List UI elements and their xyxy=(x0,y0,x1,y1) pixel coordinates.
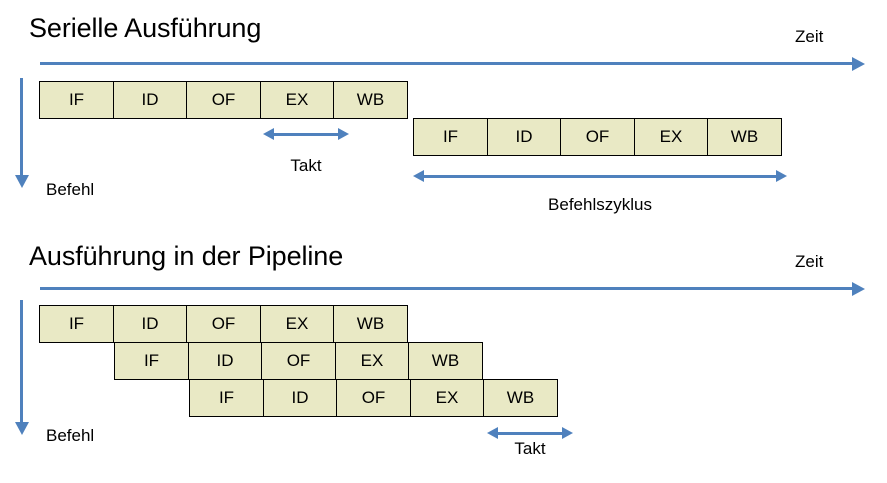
stage-box: EX xyxy=(259,305,335,343)
stage-box: OF xyxy=(261,342,336,380)
instruction-cycle-label: Befehlszyklus xyxy=(548,195,652,214)
stage-box: EX xyxy=(259,81,335,119)
stage-box: ID xyxy=(112,81,188,119)
serial-execution-title: Serielle Ausführung xyxy=(29,13,262,43)
stage-box: OF xyxy=(336,379,411,417)
stage-box: ID xyxy=(486,118,562,156)
stage-box: OF xyxy=(560,118,635,156)
stage-box: WB xyxy=(707,118,782,156)
pipeline-instruction-row-3: IF ID OF EX WB xyxy=(189,379,558,417)
instruction-cycle-measure-arrow xyxy=(413,170,787,182)
stage-box: EX xyxy=(633,118,709,156)
pipeline-clock-measure-arrow xyxy=(487,427,573,439)
arrow-shaft xyxy=(496,431,564,435)
stage-box: IF xyxy=(39,305,114,343)
pipeline-instruction-row-2: IF ID OF EX WB xyxy=(114,342,483,380)
serial-instruction-row-1: IF ID OF EX WB xyxy=(39,81,408,119)
stage-box: IF xyxy=(189,379,264,417)
arrowhead-left xyxy=(413,170,424,182)
serial-time-axis-shaft xyxy=(40,62,852,65)
pipeline-instruction-axis-arrowhead xyxy=(15,422,29,435)
stage-box: IF xyxy=(39,81,114,119)
pipeline-instruction-axis-label: Befehl xyxy=(46,426,95,445)
pipeline-time-axis-arrowhead xyxy=(852,282,865,296)
stage-box: WB xyxy=(333,81,408,119)
arrowhead-left xyxy=(487,427,498,439)
serial-time-axis-arrow xyxy=(40,57,865,71)
stage-box: WB xyxy=(333,305,408,343)
serial-clock-measure-arrow xyxy=(263,128,349,140)
pipeline-time-axis-shaft xyxy=(40,287,852,290)
arrow-shaft xyxy=(272,132,340,136)
arrowhead-right xyxy=(338,128,349,140)
arrow-shaft xyxy=(422,174,778,178)
serial-instruction-axis-label: Befehl xyxy=(46,180,95,199)
pipeline-instruction-axis-shaft xyxy=(20,300,23,422)
stage-box: WB xyxy=(483,379,558,417)
stage-box: ID xyxy=(262,379,338,417)
serial-clock-label: Takt xyxy=(290,156,322,175)
pipeline-instruction-axis-arrow xyxy=(15,300,29,435)
serial-instruction-axis-shaft xyxy=(20,78,23,175)
pipeline-time-axis-label: Zeit xyxy=(795,252,824,271)
serial-instruction-axis-arrow xyxy=(15,78,29,188)
serial-instruction-axis-arrowhead xyxy=(15,175,29,188)
serial-time-axis-arrowhead xyxy=(852,57,865,71)
arrowhead-right xyxy=(562,427,573,439)
pipeline-execution-title: Ausführung in der Pipeline xyxy=(29,241,344,271)
stage-box: WB xyxy=(408,342,483,380)
stage-box: ID xyxy=(187,342,263,380)
pipeline-clock-label: Takt xyxy=(514,439,546,458)
stage-box: EX xyxy=(409,379,485,417)
pipeline-instruction-row-1: IF ID OF EX WB xyxy=(39,305,408,343)
arrowhead-right xyxy=(776,170,787,182)
pipeline-time-axis-arrow xyxy=(40,282,865,296)
stage-box: IF xyxy=(114,342,189,380)
arrowhead-left xyxy=(263,128,274,140)
serial-instruction-row-2: IF ID OF EX WB xyxy=(413,118,782,156)
stage-box: IF xyxy=(413,118,488,156)
serial-time-axis-label: Zeit xyxy=(795,27,824,46)
stage-box: OF xyxy=(186,305,261,343)
stage-box: ID xyxy=(112,305,188,343)
stage-box: EX xyxy=(334,342,410,380)
stage-box: OF xyxy=(186,81,261,119)
